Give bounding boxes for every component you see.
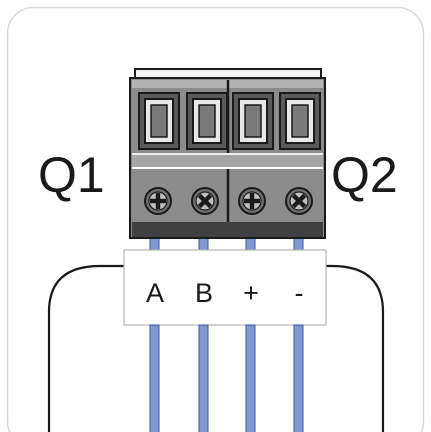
pin-label-plus: +	[243, 278, 259, 308]
screw-icon	[238, 187, 266, 215]
wire-slot-minus	[279, 92, 321, 150]
terminal-block	[129, 68, 326, 239]
pin-label-minus: -	[295, 278, 304, 308]
screw-icon	[285, 187, 313, 215]
label-q1: Q1	[38, 147, 105, 203]
wire-slot-a	[138, 92, 180, 150]
pin-label-a: A	[146, 278, 164, 308]
pin-label-box	[123, 249, 327, 326]
label-q2: Q2	[331, 147, 398, 203]
screw-icon	[191, 187, 219, 215]
wires-below	[149, 324, 304, 432]
screw-icon	[144, 187, 172, 215]
wire-slot-plus	[232, 92, 274, 150]
pin-label-b: B	[195, 278, 213, 308]
wire-slot-b	[186, 92, 228, 150]
